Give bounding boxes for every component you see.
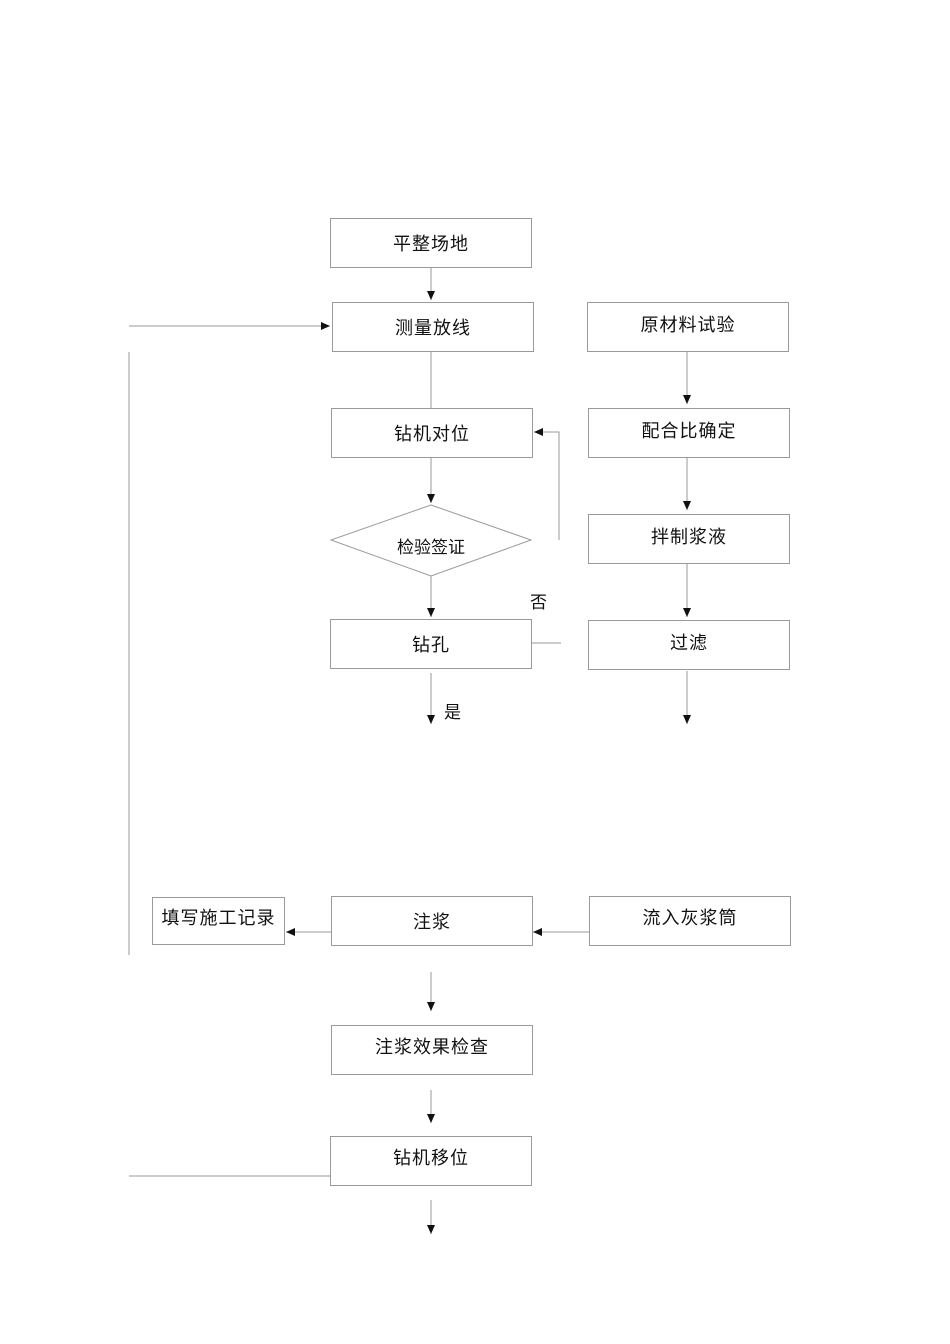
node-rig-move-label: 钻机移位	[393, 1148, 469, 1169]
node-mix-ratio-label: 配合比确定	[641, 421, 737, 442]
node-drill: 钻孔	[330, 619, 532, 669]
node-into-tank: 流入灰浆筒	[589, 896, 791, 946]
arrow-no-feedback	[534, 428, 560, 540]
node-record: 填写施工记录	[152, 897, 285, 945]
node-into-tank-label: 流入灰浆筒	[642, 908, 738, 929]
node-survey: 测量放线	[332, 302, 534, 352]
node-rig-move: 钻机移位	[330, 1136, 532, 1186]
node-filter: 过滤	[588, 620, 790, 670]
node-grout-check: 注浆效果检查	[331, 1025, 533, 1075]
label-no: 否	[530, 593, 547, 613]
node-record-label: 填写施工记录	[161, 908, 276, 929]
node-level-site: 平整场地	[330, 218, 532, 268]
node-stir-label: 拌制浆液	[651, 527, 727, 548]
node-raw-test-label: 原材料试验	[640, 315, 736, 336]
node-stir: 拌制浆液	[588, 514, 790, 564]
node-grout-label: 注浆	[413, 912, 451, 933]
node-level-site-label: 平整场地	[393, 234, 469, 255]
node-raw-test: 原材料试验	[587, 302, 789, 352]
node-grout-check-label: 注浆效果检查	[375, 1037, 489, 1058]
inspect-diamond	[329, 504, 533, 577]
node-rig-align-label: 钻机对位	[394, 424, 470, 445]
node-rig-align: 钻机对位	[331, 408, 533, 458]
label-yes: 是	[444, 703, 461, 723]
node-drill-label: 钻孔	[412, 635, 450, 656]
node-inspect-label: 检验签证	[397, 538, 465, 558]
node-survey-label: 测量放线	[395, 318, 471, 339]
node-mix-ratio: 配合比确定	[588, 408, 790, 458]
node-grout: 注浆	[331, 896, 533, 946]
node-filter-label: 过滤	[670, 633, 708, 654]
